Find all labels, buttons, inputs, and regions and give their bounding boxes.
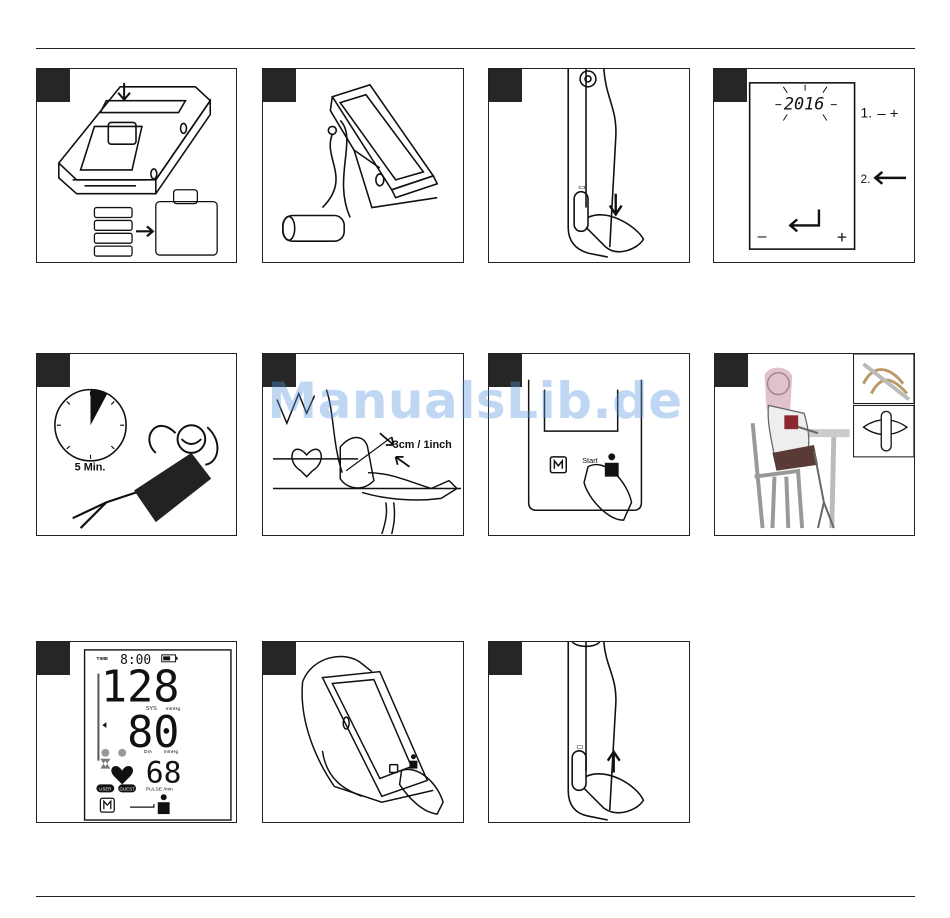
systolic-value: 128 (101, 662, 180, 712)
step-tab (36, 353, 70, 387)
year-display: 2016 (784, 94, 825, 114)
step1-label: 1. (861, 104, 873, 120)
step-tab (713, 68, 747, 102)
step-tab (714, 353, 748, 387)
start-button-label: Start (582, 456, 598, 465)
panel-device-stand (262, 641, 464, 823)
cuff-distance-label: 3cm / 1inch (393, 439, 452, 451)
step-tab (262, 68, 296, 102)
step-tab (36, 641, 70, 675)
memory-button-icon (390, 765, 398, 773)
step-tab (262, 353, 296, 387)
info-button-icon (409, 761, 417, 769)
info-button-icon (605, 463, 619, 477)
time-label: TIME (96, 656, 109, 662)
panel-switch-down: ▭ (488, 68, 690, 263)
left-arrow-icon (875, 172, 906, 184)
step-tab (488, 68, 522, 102)
heart-icon (111, 766, 133, 784)
step2-label: 2. (861, 172, 871, 186)
panel-switch-up: ▭ (488, 641, 690, 823)
up-arrow-icon (608, 752, 620, 773)
bottom-rule (36, 896, 915, 897)
step-tab (36, 68, 70, 102)
clock-icon (55, 390, 126, 461)
step-tab (262, 641, 296, 675)
plus-key-label: + (837, 227, 847, 247)
pulse-value: 68 (146, 754, 182, 789)
info-button-icon (158, 802, 170, 814)
panel-result-display: TIME 8:00 128 SYS mmHg 80 DIA mmHg 68 PU… (36, 641, 237, 823)
hourglass-icon (100, 759, 110, 769)
minus-key-label: – (758, 228, 767, 245)
step1-symbols: – + (877, 106, 898, 122)
panel-rest-5-min: 5 Min. (36, 353, 237, 536)
panel-battery-insertion (36, 68, 237, 263)
panel-cuff-placement: 3cm / 1inch (262, 353, 464, 536)
svg-text:▭: ▭ (578, 183, 585, 192)
step-tab (488, 641, 522, 675)
motion-icon (101, 749, 109, 757)
panel-press-start: Start (488, 353, 690, 536)
top-rule (36, 48, 915, 49)
panel-correct-posture (714, 353, 915, 536)
pulse-label: PULSE /min (146, 786, 173, 792)
rest-duration-label: 5 Min. (75, 462, 106, 474)
guest-badge-label: GUEST (119, 786, 135, 791)
cuff-icon (118, 749, 126, 757)
panel-clock-settings: 2016 – + 1. – + 2. (713, 68, 915, 263)
panel-power-adapter (262, 68, 464, 263)
user-badge-label: USER (99, 786, 111, 791)
svg-text:▭: ▭ (576, 742, 583, 751)
step-tab (488, 353, 522, 387)
